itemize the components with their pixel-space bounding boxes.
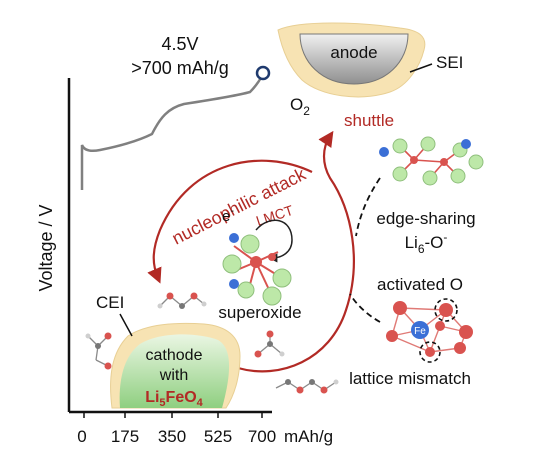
voltage-value-label: 4.5V <box>161 34 198 54</box>
lattice-atom <box>425 347 435 357</box>
x-tick-label: 350 <box>158 427 186 446</box>
molecule <box>275 379 339 394</box>
li-atom <box>222 254 242 274</box>
superoxide-label: superoxide <box>218 303 301 322</box>
cei-label: CEI <box>96 293 124 312</box>
edge-sharing-label: edge-sharing <box>376 209 475 228</box>
anode-body <box>299 33 409 85</box>
li-atom <box>392 138 408 154</box>
shuttle-arrow <box>237 130 355 373</box>
x-tick-label: 525 <box>204 427 232 446</box>
fe-atom-label: Fe <box>414 326 426 337</box>
x-tick-label: 700 <box>248 427 276 446</box>
cathode-label: cathode <box>146 347 203 364</box>
capacity-value-label: >700 mAh/g <box>131 58 229 78</box>
charge-curve: 4.5V >700 mAh/g <box>80 34 271 190</box>
cathode-group: cathode with Li5FeO4 CEI <box>96 293 241 409</box>
li-atom <box>422 170 438 186</box>
end-point-marker <box>255 65 271 81</box>
lattice-atom <box>435 321 445 331</box>
anode-label: anode <box>330 43 377 62</box>
sei-label: SEI <box>436 53 463 72</box>
activated-o-circle <box>419 341 441 363</box>
cathode-body <box>119 334 230 408</box>
x-tick-label: 0 <box>77 427 86 446</box>
lattice-atom <box>454 342 466 354</box>
molecule <box>157 292 207 309</box>
edge-sharing-group: edge-sharing Li6-O- <box>355 136 484 256</box>
lattice-dash <box>349 293 381 323</box>
li6o-label: Li6-O- <box>405 230 448 256</box>
attack-arrow <box>147 159 313 284</box>
activated-o-label: activated O <box>377 275 463 294</box>
charge-curve-line <box>80 73 265 190</box>
molecule <box>254 330 285 358</box>
lmct-arrow <box>255 219 293 263</box>
shuttle-label: shuttle <box>344 111 394 130</box>
sei-pointer-line <box>409 63 433 73</box>
activated-o-circle <box>434 298 458 322</box>
lattice-atom <box>393 301 407 315</box>
cathode-formula: Li5FeO4 <box>145 389 203 409</box>
o-atom-blue <box>229 233 239 243</box>
voltage-axes: 0 175 350 525 700 mAh/g Voltage / V <box>36 78 333 446</box>
lattice-group: activated O Fe lattice mismatch <box>349 275 473 388</box>
fe-atom <box>410 156 418 164</box>
fe-center-atom <box>411 321 429 339</box>
x-tick-label: 175 <box>111 427 139 446</box>
lattice-mismatch-label: lattice mismatch <box>349 369 471 388</box>
li-atom <box>262 286 282 306</box>
li-atom <box>420 136 436 152</box>
cathode-with-label: with <box>159 367 188 384</box>
li-atom <box>272 268 292 288</box>
li-atom <box>450 168 466 184</box>
lattice-atom <box>439 303 453 317</box>
o2-shuttle-group: O2 shuttle <box>290 95 394 130</box>
o-atom-blue <box>379 147 389 157</box>
lattice-atom <box>386 330 398 342</box>
superoxide-complex: e- LMCT superoxide <box>218 202 301 322</box>
fe-atom <box>440 158 448 166</box>
reaction-cycle <box>147 130 355 373</box>
o-atom-blue <box>229 279 239 289</box>
edge-sharing-dash <box>355 177 381 237</box>
molecule <box>85 332 112 370</box>
li-atom <box>392 166 408 182</box>
cei-pointer-line <box>119 313 133 337</box>
y-axis-label: Voltage / V <box>36 204 56 291</box>
li-atom <box>468 154 484 170</box>
electrolyte-molecules <box>85 292 339 394</box>
o-atom-blue <box>461 139 471 149</box>
o-atom <box>268 253 276 261</box>
anode-group: anode SEI <box>277 22 463 98</box>
x-axis-unit: mAh/g <box>284 427 333 446</box>
lattice-atom <box>459 325 473 339</box>
electron-label: e- <box>222 205 234 225</box>
li-atom <box>237 281 255 299</box>
o2-label: O2 <box>290 95 310 118</box>
fe-atom <box>250 256 262 268</box>
li-atom <box>240 234 260 254</box>
